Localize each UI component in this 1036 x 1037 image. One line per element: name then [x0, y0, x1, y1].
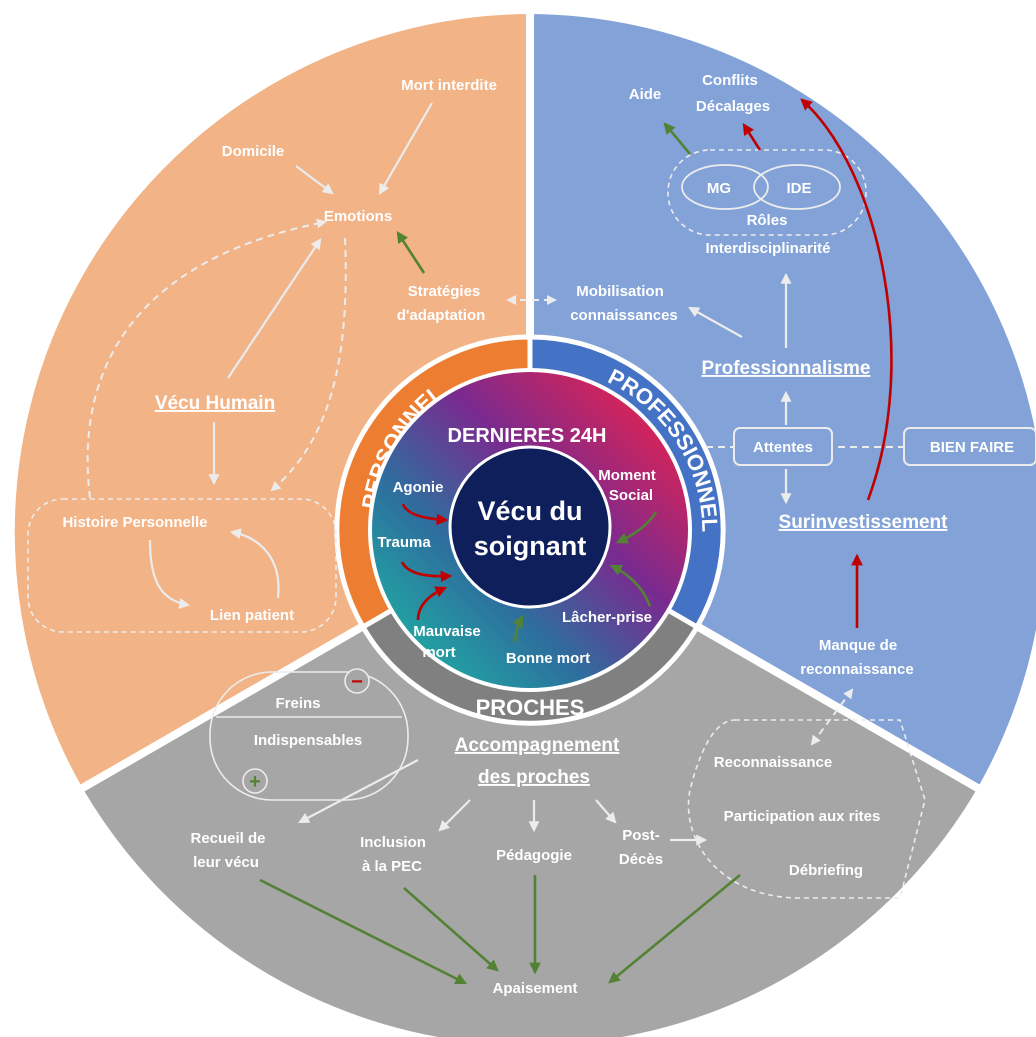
- label-trauma: Trauma: [377, 534, 431, 551]
- label-emotions: Emotions: [324, 208, 392, 225]
- ellipse-mg: [681, 164, 769, 210]
- label-manque-2: reconnaissance: [800, 661, 913, 678]
- heading-surinvestissement: Surinvestissement: [779, 512, 949, 533]
- label-domicile: Domicile: [222, 143, 285, 160]
- arrow-accomp-post: [595, 799, 617, 824]
- core-line-2: soignant: [474, 531, 587, 561]
- box-attentes: [733, 427, 833, 466]
- label-attentes: Attentes: [753, 439, 813, 456]
- arrow-moment: [615, 511, 658, 544]
- label-mobilisation-2: connaissances: [570, 307, 678, 324]
- label-bien-faire: BIEN FAIRE: [930, 439, 1014, 456]
- label-lacher-prise: Lâcher-prise: [562, 609, 652, 626]
- label-debriefing: Débriefing: [789, 862, 863, 879]
- heading-accompagnement-2: des proches: [478, 767, 590, 788]
- box-interdisciplinarite: [667, 149, 867, 236]
- ring-label-proches: PROCHES: [476, 695, 585, 720]
- core-line-1: Vécu du: [477, 496, 582, 526]
- label-moment-2: Social: [609, 487, 653, 504]
- label-decalages: Décalages: [696, 98, 770, 115]
- label-indispensables: Indispensables: [254, 732, 362, 749]
- label-bonne-mort: Bonne mort: [506, 650, 590, 667]
- minus-sign: −: [351, 671, 363, 693]
- core-circle: [448, 445, 612, 609]
- label-moment-1: Moment: [598, 467, 656, 484]
- label-pedagogie: Pédagogie: [496, 847, 572, 864]
- arrow-inclusion-apaisement: [403, 887, 499, 972]
- label-roles: Rôles: [747, 212, 788, 229]
- arrow-histoire-lien: [148, 539, 191, 609]
- label-histoire: Histoire Personnelle: [62, 514, 207, 531]
- label-recueil-1: Recueil de: [190, 830, 265, 847]
- arrow-agonie: [401, 503, 449, 526]
- arrow-strategies-emotions: [396, 231, 426, 274]
- plus-icon: [242, 768, 268, 794]
- arrow-mort-interdite-emotions: [378, 102, 433, 195]
- arrow-interdisciplinarite-decalages: [742, 123, 762, 151]
- arrow-domicile-emotions: [295, 165, 334, 195]
- heading-accompagnement-1: Accompagnement: [455, 735, 620, 756]
- label-strategies-1: Stratégies: [408, 283, 481, 300]
- arrow-trauma: [400, 561, 453, 583]
- box-rites: [687, 719, 926, 899]
- label-inclusion-2: à la PEC: [362, 858, 422, 875]
- arrow-surinvestissement-decalages: [800, 98, 893, 501]
- label-aide: Aide: [629, 86, 662, 103]
- label-mauvaise-2: mort: [422, 644, 455, 661]
- heading-professionnalisme: Professionnalisme: [702, 358, 871, 379]
- label-strategies-2: d'adaptation: [397, 307, 486, 324]
- label-conflits: Conflits: [702, 72, 758, 89]
- arrow-bonne-mort: [512, 614, 524, 643]
- box-freins: [209, 671, 409, 801]
- label-post-2: Décès: [619, 851, 663, 868]
- ellipse-ide: [753, 164, 841, 210]
- label-mobilisation-1: Mobilisation: [576, 283, 664, 300]
- label-agonie: Agonie: [393, 479, 444, 496]
- arrow-mauvaise: [416, 586, 448, 621]
- label-lien-patient: Lien patient: [210, 607, 294, 624]
- arrow-professionnalisme-mobilisation: [688, 306, 743, 338]
- label-inclusion-1: Inclusion: [360, 834, 426, 851]
- label-mg: MG: [707, 180, 731, 197]
- box-bien-faire: [903, 427, 1036, 466]
- sector-proches: [73, 525, 987, 1037]
- arrow-lacher-prise: [609, 564, 652, 607]
- minus-icon: [344, 668, 370, 694]
- box-histoire: [27, 498, 337, 633]
- label-recueil-2: leur vécu: [193, 854, 259, 871]
- label-post-1: Post-: [622, 827, 660, 844]
- label-participation: Participation aux rites: [724, 808, 881, 825]
- arrow-accomp-recueil: [298, 759, 419, 824]
- arrow-interdisciplinarite-aide: [663, 122, 691, 155]
- label-interdisciplinarite: Interdisciplinarité: [705, 240, 830, 257]
- label-manque-1: Manque de: [819, 637, 897, 654]
- arrow-lien-histoire: [229, 528, 280, 599]
- dash-emotions-histoire: [270, 237, 347, 492]
- label-freins: Freins: [275, 695, 320, 712]
- plus-sign: +: [249, 771, 261, 793]
- dash-histoire-emotions: [86, 218, 327, 499]
- arrow-vecu-emotions: [227, 238, 322, 379]
- arrow-recueil-apaisement: [259, 878, 468, 985]
- heading-vecu-humain: Vécu Humain: [155, 393, 275, 414]
- label-ide: IDE: [786, 180, 811, 197]
- arrow-accomp-inclusion: [438, 799, 471, 832]
- label-mauvaise-1: Mauvaise: [413, 623, 481, 640]
- label-apaisement: Apaisement: [492, 980, 577, 997]
- center-title: DERNIERES 24H: [448, 425, 607, 447]
- arrow-rites-apaisement: [608, 873, 741, 984]
- label-mort-interdite: Mort interdite: [401, 77, 497, 94]
- label-reconnaissance: Reconnaissance: [714, 754, 832, 771]
